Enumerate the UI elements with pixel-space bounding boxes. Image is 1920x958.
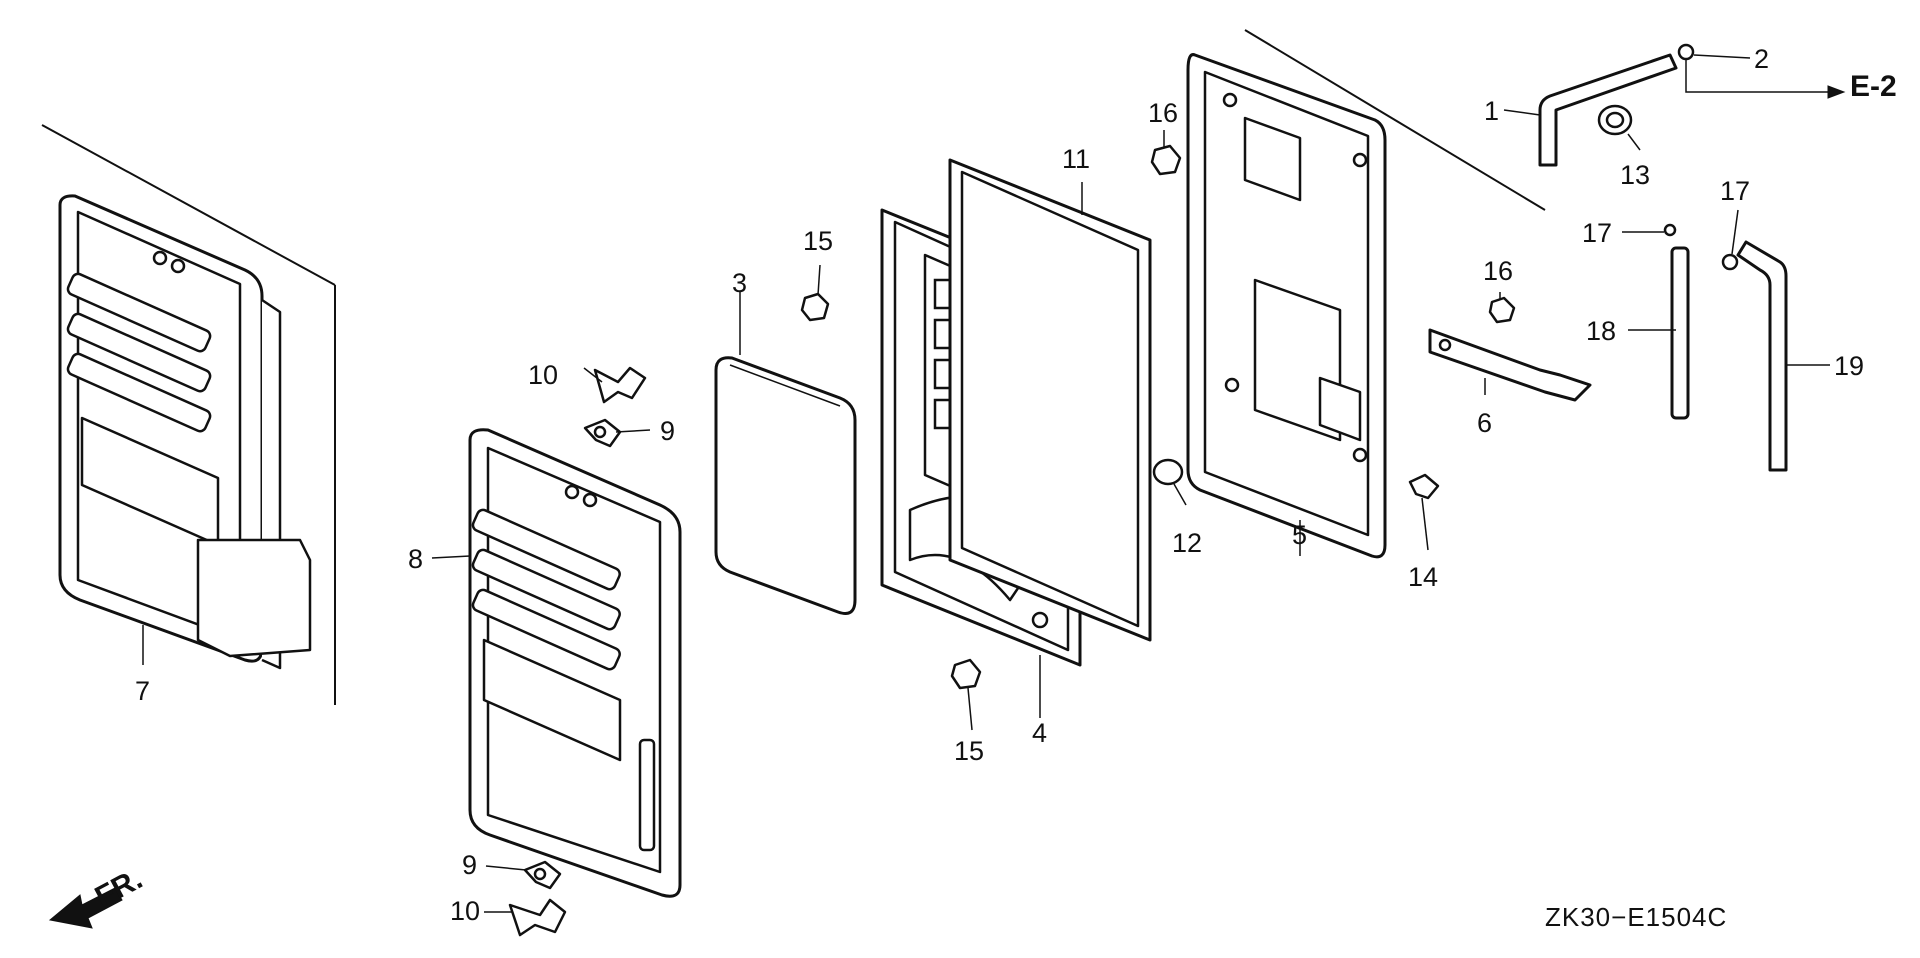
- callout-3: 3: [732, 268, 747, 298]
- part-19-tube: [1736, 240, 1788, 472]
- part-14-clip: [1408, 473, 1440, 500]
- callout-17-right: 17: [1720, 176, 1750, 206]
- part-8-air-cleaner-cover: [468, 428, 682, 898]
- part-18-tube: [1670, 246, 1690, 420]
- part-6-stay-bracket: [1428, 328, 1592, 402]
- callout-17-left: 17: [1582, 218, 1612, 248]
- diagram-part-code: ZK30−E1504C: [1545, 902, 1727, 932]
- callout-9-upper: 9: [660, 416, 675, 446]
- part-17-clip-b: [1721, 253, 1739, 271]
- leader-lines: [142, 54, 1830, 913]
- part-17-clip-a: [1663, 223, 1677, 237]
- callout-2: 2: [1754, 44, 1769, 74]
- part-15-nut-lower: [950, 658, 982, 690]
- callout-14: 14: [1408, 562, 1438, 592]
- callout-11: 11: [1062, 144, 1090, 174]
- callout-12: 12: [1172, 528, 1202, 558]
- callout-10-upper: 10: [528, 360, 558, 390]
- part-9-clip-lower: [523, 860, 562, 890]
- front-arrow-icon: [48, 887, 123, 929]
- part-12-spacer: [1152, 458, 1184, 486]
- part-10-clip-upper: [593, 366, 647, 404]
- callout-10-lower: 10: [450, 896, 480, 926]
- callout-1: 1: [1484, 96, 1499, 126]
- callout-5: 5: [1292, 520, 1307, 550]
- reference-label-e2: E-2: [1850, 70, 1897, 103]
- callout-4: 4: [1032, 718, 1047, 748]
- part-7-cover-assembly: [41, 124, 336, 705]
- part-16-nut-upper: [1150, 144, 1182, 176]
- callout-15-lower: 15: [954, 736, 984, 766]
- callout-16-upper: 16: [1148, 98, 1178, 128]
- part-15-nut-upper: [800, 292, 830, 322]
- callout-7: 7: [135, 676, 150, 706]
- callout-19: 19: [1834, 351, 1864, 381]
- part-11-gasket: [948, 158, 1152, 642]
- part-9-clip-upper: [583, 418, 622, 448]
- callout-9-lower: 9: [462, 850, 477, 880]
- callout-18: 18: [1586, 316, 1616, 346]
- part-16-nut-lower: [1488, 296, 1516, 324]
- reference-arrow-e2: E-2: [1827, 70, 1897, 103]
- part-10-clip-lower: [508, 898, 567, 937]
- callout-6: 6: [1477, 408, 1492, 438]
- part-2-clamp: [1677, 43, 1695, 61]
- part-3-filter-element: [714, 356, 857, 615]
- front-direction-indicator: FR.: [48, 862, 148, 929]
- part-5-air-cleaner-base: [1186, 29, 1546, 559]
- part-1-breather-tube: [1538, 53, 1678, 167]
- callout-15-upper: 15: [803, 226, 833, 256]
- part-13-grommet: [1597, 104, 1633, 136]
- callout-8: 8: [408, 544, 423, 574]
- callout-13: 13: [1620, 160, 1650, 190]
- callout-16-lower: 16: [1483, 256, 1513, 286]
